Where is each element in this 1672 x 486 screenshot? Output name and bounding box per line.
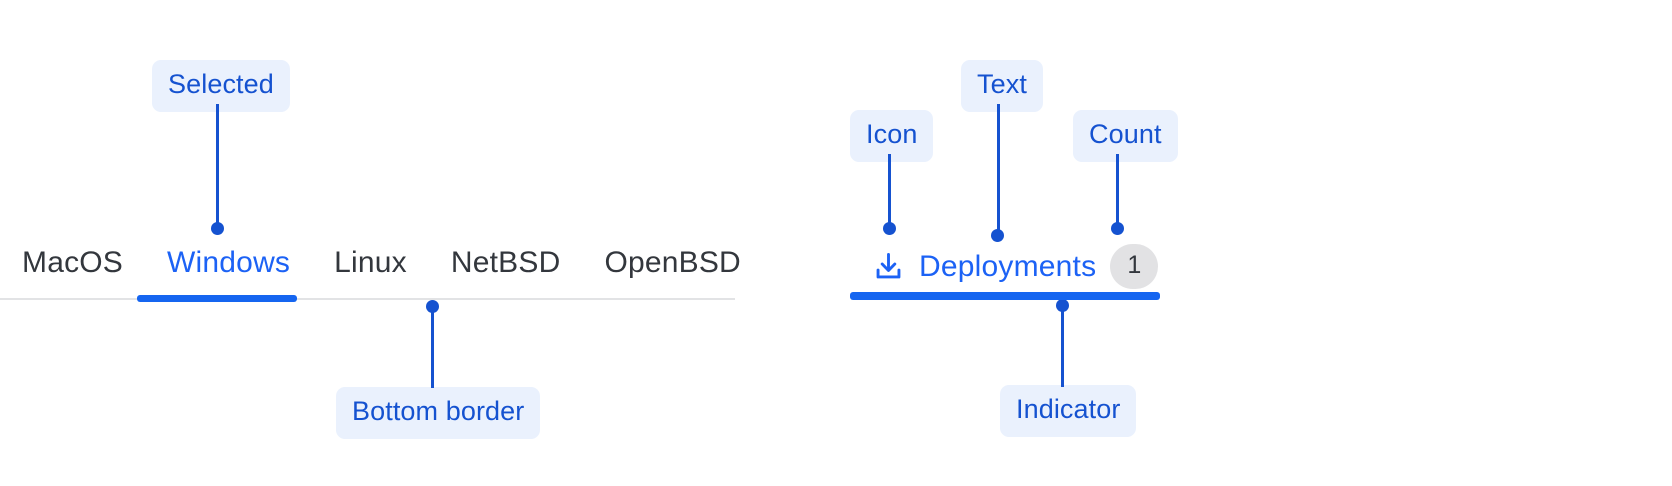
- annotation-dot-icon: [883, 222, 896, 235]
- annotation-label-indicator: Indicator: [1000, 385, 1137, 437]
- annotation-leader-indicator: [1061, 305, 1064, 387]
- os-tab-list: MacOS Windows Linux NetBSD OpenBSD: [0, 240, 763, 278]
- annotation-label-icon: Icon: [850, 110, 934, 162]
- annotation-dot-count: [1111, 222, 1124, 235]
- annotation-label-selected: Selected: [152, 60, 290, 112]
- tab-windows[interactable]: Windows: [145, 240, 312, 278]
- annotation-label-bottom-border: Bottom border: [336, 387, 541, 439]
- tab-macos[interactable]: MacOS: [0, 240, 145, 278]
- annotation-dot-indicator: [1056, 299, 1069, 312]
- os-tab-group: MacOS Windows Linux NetBSD OpenBSD: [0, 240, 780, 312]
- annotation-leader-selected: [216, 104, 219, 229]
- tab-netbsd[interactable]: NetBSD: [429, 240, 583, 278]
- annotation-leader-text: [997, 104, 1000, 234]
- annotation-dot-text: [991, 229, 1004, 242]
- download-icon: [876, 252, 901, 279]
- annotation-leader-count: [1116, 154, 1119, 230]
- annotation-dot-selected: [211, 222, 224, 235]
- tab-deployments-count-badge: 1: [1110, 244, 1159, 289]
- tab-linux[interactable]: Linux: [312, 240, 429, 278]
- deployments-tab-indicator: [850, 292, 1160, 300]
- annotation-label-text: Text: [961, 60, 1043, 112]
- tab-deployments[interactable]: Deployments 1: [872, 240, 1159, 289]
- annotation-leader-bottom-border: [431, 306, 434, 388]
- deployments-tab-group: Deployments 1: [850, 240, 1180, 312]
- annotation-leader-icon: [888, 154, 891, 230]
- annotation-label-count: Count: [1073, 110, 1178, 162]
- tab-openbsd[interactable]: OpenBSD: [582, 240, 762, 278]
- selected-tab-indicator: [137, 295, 297, 302]
- tab-deployments-label: Deployments: [919, 249, 1097, 283]
- annotation-dot-bottom-border: [426, 300, 439, 313]
- tab-bottom-border: [0, 298, 735, 300]
